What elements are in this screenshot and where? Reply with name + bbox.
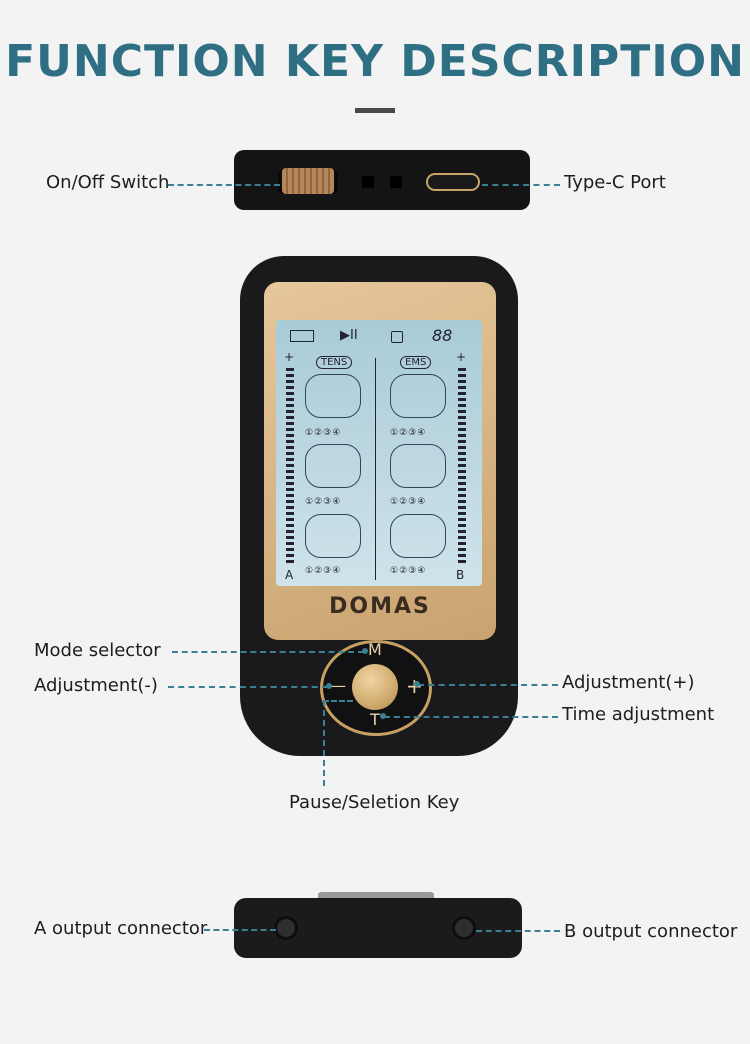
tens-arm-mode-icon	[305, 514, 361, 558]
indicator-hole	[390, 176, 402, 188]
tens-neck-mode-icon	[305, 374, 361, 418]
b-output-connector-label: B output connector	[564, 921, 738, 942]
tens-mode-badge: TENS	[316, 356, 353, 369]
lock-icon	[391, 331, 403, 343]
ems-weightlifting-mode-icon	[390, 444, 446, 488]
b-output-jack[interactable]	[452, 916, 476, 940]
channel-b-label: B	[456, 568, 465, 582]
leader-dot	[380, 713, 386, 719]
ems-mode-badge: EMS	[400, 356, 432, 369]
leader-line	[384, 716, 558, 718]
plus-icon: +	[284, 350, 295, 364]
leader-line	[172, 651, 364, 653]
intensity-digits: ①②③④	[305, 497, 342, 507]
intensity-digits: ①②③④	[305, 566, 342, 576]
tens-knee-mode-icon	[305, 444, 361, 488]
adjustment-minus-label: Adjustment(-)	[34, 675, 158, 696]
intensity-digits: ①②③④	[390, 428, 427, 438]
brand-logo: DOMAS	[329, 594, 431, 619]
leader-dot	[362, 648, 368, 654]
lcd-divider	[375, 358, 376, 580]
ems-muscle-mode-icon	[390, 514, 446, 558]
leader-line	[323, 700, 325, 786]
minus-button[interactable]: —	[330, 676, 346, 695]
type-c-port-label: Type-C Port	[564, 172, 666, 193]
title-underline	[355, 108, 395, 113]
pause-selection-key-label: Pause/Seletion Key	[289, 792, 460, 813]
leader-line	[323, 700, 353, 702]
leader-line	[482, 184, 560, 186]
channel-b-intensity-bar	[458, 368, 466, 566]
time-adjustment-label: Time adjustment	[562, 704, 715, 725]
leader-dot	[326, 683, 332, 689]
device-bottom-plate	[318, 892, 434, 902]
leader-dot	[414, 681, 420, 687]
mode-button[interactable]: M	[368, 640, 382, 659]
type-c-port[interactable]	[426, 173, 480, 191]
leader-line	[204, 929, 276, 931]
indicator-hole	[362, 176, 374, 188]
a-output-connector-label: A output connector	[34, 918, 208, 939]
page-title: FUNCTION KEY DESCRIPTION	[5, 36, 745, 87]
intensity-digits: ①②③④	[390, 566, 427, 576]
timer-readout: 88	[432, 326, 453, 345]
leader-line	[476, 930, 560, 932]
battery-icon	[290, 330, 314, 342]
plus-icon: +	[456, 350, 467, 364]
mode-selector-label: Mode selector	[34, 640, 161, 661]
leader-line	[168, 184, 280, 186]
a-output-jack[interactable]	[274, 916, 298, 940]
time-button[interactable]: T	[370, 710, 380, 729]
ems-running-mode-icon	[390, 374, 446, 418]
channel-a-intensity-bar	[286, 368, 294, 566]
power-switch[interactable]	[282, 168, 334, 194]
play-pause-icon: ▶II	[340, 328, 358, 343]
intensity-digits: ①②③④	[390, 497, 427, 507]
leader-line	[168, 686, 328, 688]
intensity-digits: ①②③④	[305, 428, 342, 438]
on-off-switch-label: On/Off Switch	[46, 172, 170, 193]
adjustment-plus-label: Adjustment(+)	[562, 672, 695, 693]
pause-selection-button[interactable]	[352, 664, 398, 710]
leader-line	[418, 684, 558, 686]
channel-a-label: A	[285, 568, 294, 582]
